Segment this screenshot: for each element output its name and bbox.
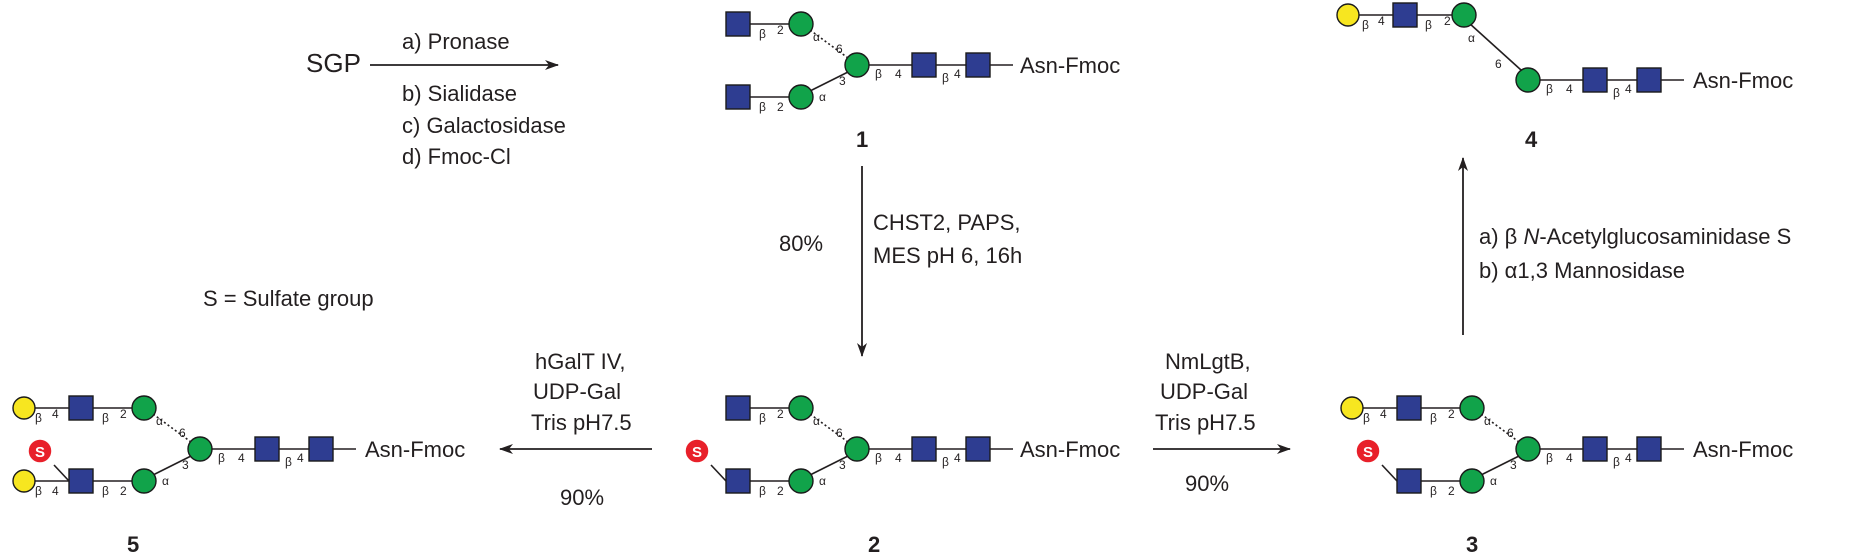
reagents-1-to-2-line2: MES pH 6, 16h — [873, 243, 1022, 268]
svg-text:β: β — [1362, 18, 1369, 32]
compound-number-3: 3 — [1466, 532, 1478, 557]
yield-2-to-5: 90% — [560, 485, 604, 510]
yield-2-to-3: 90% — [1185, 471, 1229, 496]
compound-number-1: 1 — [856, 127, 868, 152]
glycan-compound-1 — [725, 11, 1014, 115]
svg-text:6: 6 — [1495, 57, 1502, 71]
svg-text:S: S — [1363, 444, 1373, 461]
start-material-sgp: SGP — [306, 48, 361, 78]
reagents-1-to-2-line1: CHST2, PAPS, — [873, 210, 1021, 235]
glycan-compound-3: S — [1340, 395, 1685, 499]
reagents-2-to-3-line1: NmLgtB, — [1165, 349, 1251, 374]
reagents-2-to-5-line2: UDP-Gal — [533, 379, 621, 404]
reagents-2-to-5-line3: Tris pH7.5 — [531, 410, 632, 435]
svg-text:S: S — [35, 444, 45, 461]
asn-fmoc-label-4: Asn-Fmoc — [1693, 68, 1793, 93]
legend-sulfate: S = Sulfate group — [203, 286, 374, 311]
sulfate-icon — [27, 438, 53, 464]
sulfate-icon — [1355, 438, 1381, 464]
asn-fmoc-label-2: Asn-Fmoc — [1020, 437, 1120, 462]
compound-number-2: 2 — [868, 532, 880, 557]
svg-text:4: 4 — [1378, 14, 1385, 28]
glycan-compound-2: S — [684, 395, 1014, 499]
step-d-fmoc-cl: d) Fmoc-Cl — [402, 144, 511, 169]
compound-number-5: 5 — [127, 532, 139, 557]
asn-fmoc-label-1: Asn-Fmoc — [1020, 53, 1120, 78]
reagents-3-to-4-line2: b) α1,3 Mannosidase — [1479, 258, 1685, 283]
yield-1-to-2: 80% — [779, 231, 823, 256]
step-a-pronase: a) Pronase — [402, 29, 510, 54]
step-b-sialidase: b) Sialidase — [402, 81, 517, 106]
sulfate-icon — [684, 438, 710, 464]
asn-fmoc-label-5: Asn-Fmoc — [365, 437, 465, 462]
reagents-2-to-5-line1: hGalT IV, — [535, 349, 626, 374]
svg-text:S: S — [692, 444, 702, 461]
glycan-compound-5: S — [12, 395, 357, 499]
svg-text:β: β — [1425, 18, 1432, 32]
reagents-2-to-3-line3: Tris pH7.5 — [1155, 410, 1256, 435]
step-c-galactosidase: c) Galactosidase — [402, 113, 566, 138]
svg-text:α: α — [1468, 31, 1475, 45]
reagents-3-to-4-line1: a) β N-Acetylglucosaminidase S — [1479, 224, 1791, 249]
svg-text:2: 2 — [1444, 14, 1451, 28]
compound-number-4: 4 — [1525, 127, 1538, 152]
glycan-compound-4: β 4 β 2 α 6 — [1336, 2, 1685, 100]
reagents-2-to-3-line2: UDP-Gal — [1160, 379, 1248, 404]
asn-fmoc-label-3: Asn-Fmoc — [1693, 437, 1793, 462]
